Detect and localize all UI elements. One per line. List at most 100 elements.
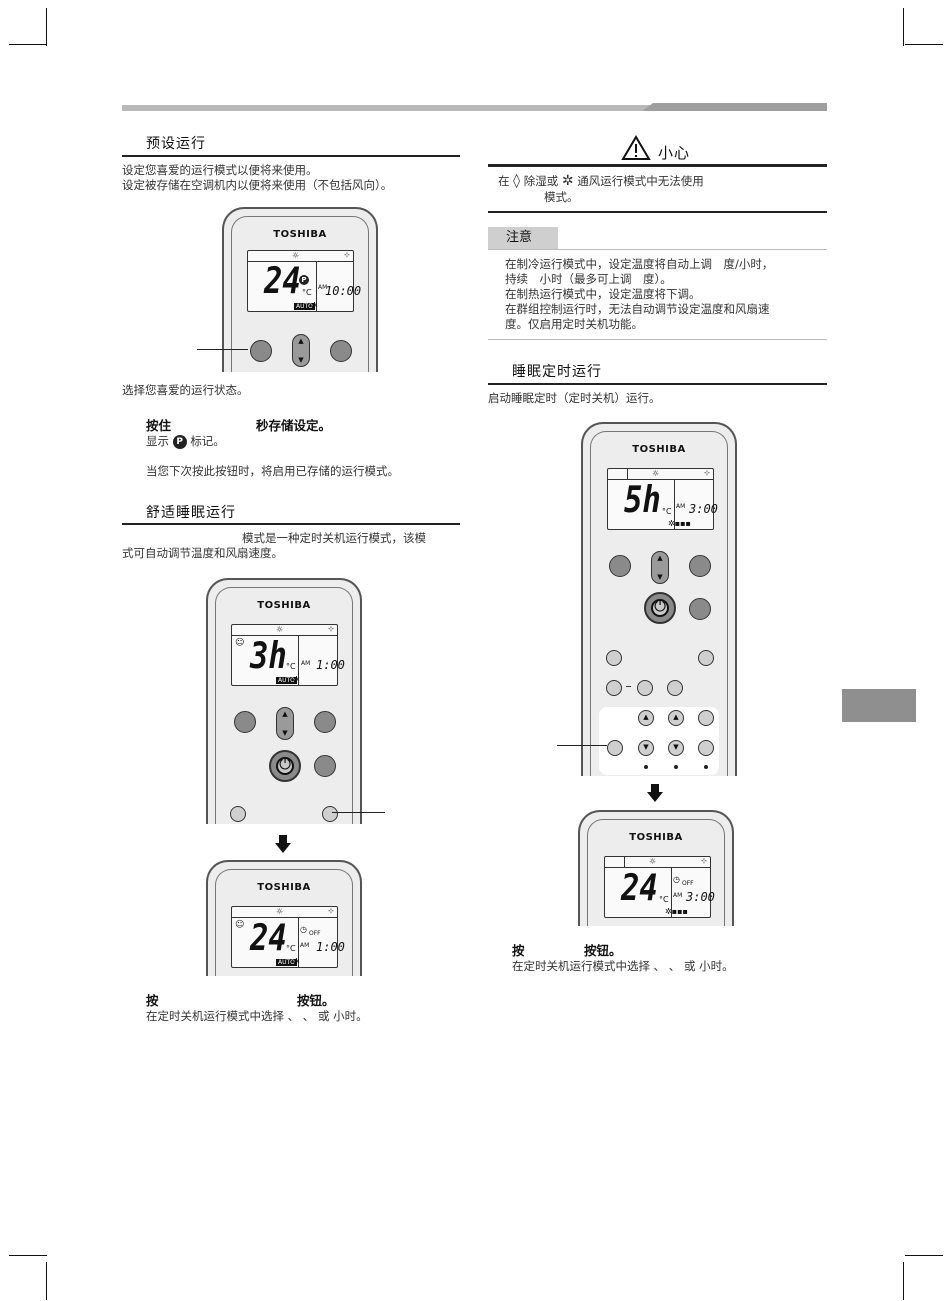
comfort-select: 在定时关机运行模式中选择 、 、 或 小时。 — [146, 1009, 368, 1023]
lcd-ampm: AM — [318, 284, 328, 291]
timer-set-button[interactable] — [698, 710, 714, 726]
louver-icon: ⊹ — [328, 625, 334, 633]
crop-mark — [903, 1262, 904, 1300]
sleep-timer-button[interactable] — [607, 740, 623, 756]
timer-up-button[interactable]: ▲ — [638, 710, 654, 726]
crop-mark — [9, 44, 47, 45]
auto-badge: AUTO — [294, 303, 315, 310]
louver-button[interactable] — [606, 680, 622, 696]
preset-button[interactable] — [250, 340, 272, 362]
sun-icon: ☼ — [276, 625, 284, 634]
temp-rocker[interactable]: ▲▼ — [651, 551, 669, 584]
caution-title: 小心 — [658, 144, 691, 162]
lcd-time: 10:00 — [325, 284, 362, 298]
brand-logo: TOSHIBA — [257, 600, 311, 611]
timer-cancel-button[interactable] — [698, 740, 714, 756]
temp-rocker[interactable]: ▲▼ — [276, 707, 294, 740]
note-line-3: 在制热运行模式中，设定温度将下调。 — [505, 287, 701, 301]
lcd-hours: 3h — [250, 636, 287, 677]
section-rule — [122, 155, 460, 157]
comfort-press-suffix: 按钮。 — [297, 993, 335, 1008]
note-rule-bottom — [488, 339, 827, 340]
temp-rocker[interactable]: ▲▼ — [292, 334, 310, 367]
hour-down-button[interactable]: ▼ — [668, 740, 684, 756]
mode-button[interactable] — [314, 711, 336, 733]
caution-rule-bottom — [488, 211, 827, 213]
caution-rule — [488, 164, 827, 167]
lcd-display: ☼ ⊹ 24 P °C AM 10:00 AUTO ✲ — [247, 250, 361, 312]
lcd-temp: 24 — [250, 918, 287, 959]
comfort-desc-1: 模式是一种定时关机运行模式，该模 — [242, 531, 426, 545]
hour-up-button[interactable]: ▲ — [668, 710, 684, 726]
indicator-dot — [644, 765, 648, 769]
sleep-face-icon: ☺ — [235, 638, 245, 648]
preset-button[interactable] — [609, 555, 631, 577]
lcd-display: ☼ ⊹ 5h °C AM 3:00 ✲▪▪▪ — [607, 468, 718, 530]
sleep-face-icon: ☺ — [235, 920, 245, 930]
power-icon: ⏻ — [654, 597, 666, 615]
lcd-unit: °C — [659, 895, 669, 904]
preset-step: 选择您喜爱的运行状态。 — [122, 383, 249, 397]
louver-icon: ⊹ — [344, 251, 350, 259]
side-tab — [842, 689, 916, 722]
sun-icon: ☼ — [292, 251, 300, 260]
louver-icon: ⊹ — [701, 857, 707, 865]
comfort-sleep-button[interactable] — [322, 806, 338, 822]
lcd-temp: 24 — [621, 868, 658, 909]
lcd-unit: °C — [286, 662, 296, 671]
small-button-left[interactable] — [606, 650, 622, 666]
lcd-display: ☼ ⊹ ☺ 3h °C AM 1:00 AUTO ✲ — [231, 624, 345, 686]
lcd-off: OFF — [309, 930, 321, 937]
preset-button[interactable] — [234, 711, 256, 733]
fan-speed-button[interactable] — [314, 755, 336, 777]
indicator-dot — [674, 765, 678, 769]
lcd-ampm: AM — [301, 660, 311, 667]
leader-line — [557, 745, 607, 746]
lcd-time: 3:00 — [686, 890, 715, 904]
indicator-dot — [704, 765, 708, 769]
down-arrow-icon — [647, 784, 663, 802]
mode-button[interactable] — [689, 555, 711, 577]
lcd-ampm: AM — [300, 942, 310, 949]
lcd-temp: 24 — [264, 261, 301, 302]
preset-mark-line: 显示 P 标记。 — [146, 434, 225, 449]
swing-button[interactable] — [637, 680, 653, 696]
timer-down-button[interactable]: ▼ — [638, 740, 654, 756]
crop-mark — [46, 1262, 47, 1300]
remote-preset: TOSHIBA ☼ ⊹ 24 P °C AM 10:00 AUTO ✲ ▲▼ — [222, 207, 378, 372]
note-rule — [488, 249, 827, 250]
fan-speed-button[interactable] — [689, 598, 711, 620]
louver-icon: ⊹ — [704, 469, 710, 477]
small-button-left[interactable] — [230, 806, 246, 822]
crop-mark — [903, 8, 904, 46]
caution-suffix: 通风运行模式中无法使用 — [577, 174, 704, 188]
lcd-unit: °C — [662, 507, 672, 516]
sleep-press-suffix: 按钮。 — [584, 943, 622, 958]
note-line-5: 度。仅启用定时关机功能。 — [505, 317, 643, 331]
fan-icon: ✲ — [293, 675, 300, 684]
clock-icon: ◷ — [300, 925, 307, 934]
section-rule — [122, 523, 460, 525]
fan-icon: ✲ — [293, 957, 300, 966]
auto-badge: AUTO — [276, 677, 297, 684]
small-button-right[interactable] — [698, 650, 714, 666]
power-icon: ⏻ — [279, 755, 291, 773]
power-button[interactable]: ⏻ — [644, 592, 676, 624]
mode-button[interactable] — [330, 340, 352, 362]
down-arrow-icon — [275, 835, 291, 853]
preset-desc-2: 设定被存储在空调机内以便将来使用（不包括风向）。 — [122, 178, 393, 192]
lcd-ampm: AM — [676, 503, 686, 510]
power-button[interactable]: ⏻ — [269, 750, 301, 782]
caution-mid: 除湿或 — [523, 174, 559, 188]
clock-icon: ◷ — [673, 875, 680, 884]
lcd-time: 1:00 — [316, 658, 345, 672]
preset-desc-1: 设定您喜爱的运行模式以便将来使用。 — [122, 163, 318, 177]
crop-mark — [905, 44, 943, 45]
section-title-comfort-sleep: 舒适睡眠运行 — [146, 505, 236, 521]
fix-button[interactable] — [667, 680, 683, 696]
warning-triangle-icon — [621, 135, 651, 160]
leader-line — [332, 812, 385, 813]
lcd-unit: °C — [286, 944, 296, 953]
lcd-time: 3:00 — [689, 502, 718, 516]
droplet-icon: ◊ — [513, 173, 521, 189]
